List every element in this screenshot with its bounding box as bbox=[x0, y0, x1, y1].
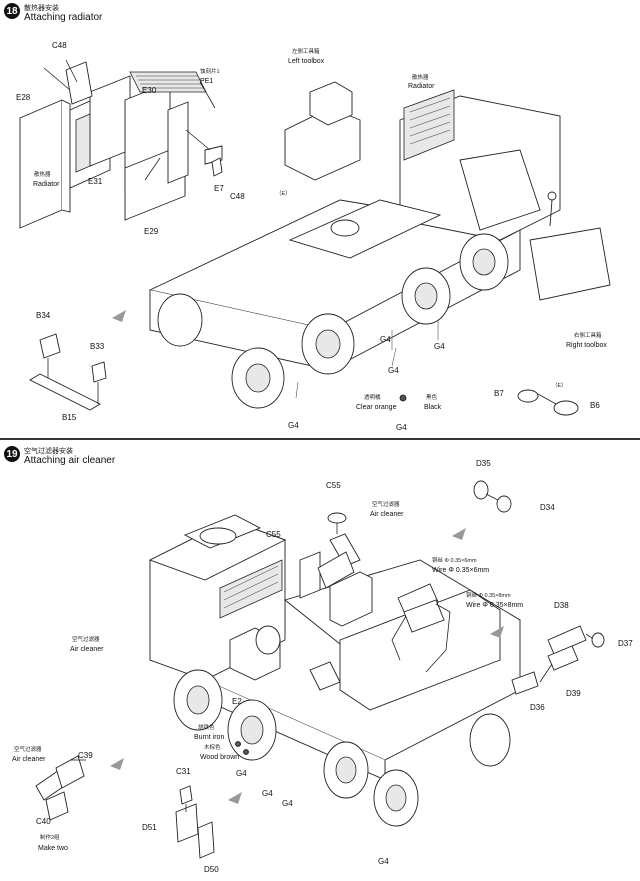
label-wire2-en: Wire Φ 0.35×8mm bbox=[466, 602, 524, 609]
label-b34: B34 bbox=[36, 311, 51, 320]
label-burnt-iron-cn: 烧铁色 bbox=[198, 725, 215, 731]
label-e-marker-2: （E） bbox=[552, 383, 567, 389]
label-black-cn: 黑色 bbox=[426, 395, 438, 401]
air-cleaner-bottom-left bbox=[35, 755, 86, 821]
d-parts-right bbox=[511, 625, 605, 695]
color-dot-burnt-iron bbox=[235, 741, 241, 747]
label-c48-top: C48 bbox=[52, 41, 67, 50]
label-c40: C40 bbox=[36, 817, 51, 826]
label-e31: E31 bbox=[88, 177, 103, 186]
label-e7: E7 bbox=[214, 184, 224, 193]
label-e29: E29 bbox=[144, 227, 159, 236]
label-e30: E30 bbox=[142, 86, 157, 95]
label-clear-orange-cn: 透明橘 bbox=[364, 395, 381, 401]
label-b7: B7 bbox=[494, 389, 504, 398]
label-c48-bottom: C48 bbox=[230, 192, 245, 201]
direction-arrow-19c bbox=[228, 792, 242, 804]
label-black-en: Black bbox=[424, 404, 442, 411]
label-d37: D37 bbox=[618, 639, 633, 648]
label-g4-19c: G4 bbox=[282, 799, 293, 808]
label-c55-mid: C55 bbox=[266, 530, 281, 539]
label-g4-clear: G4 bbox=[396, 423, 407, 432]
label-air-cleaner-cn-top: 空气过滤器 bbox=[372, 502, 400, 508]
label-c31: C31 bbox=[176, 767, 191, 776]
label-c55-top: C55 bbox=[326, 481, 341, 490]
direction-arrow-19a bbox=[452, 528, 466, 540]
label-g4-b: G4 bbox=[434, 342, 445, 351]
label-wood-brown-en: Wood brown bbox=[200, 754, 240, 761]
label-radiator-en-right: Radiator bbox=[408, 83, 435, 90]
label-g4-a: G4 bbox=[380, 335, 391, 344]
label-b6: B6 bbox=[590, 401, 600, 410]
label-wire1-en: Wire Φ 0.35×6mm bbox=[432, 567, 490, 574]
label-wire1-cn: 铜丝 Φ 0.35×6mm bbox=[432, 558, 477, 564]
label-d50: D50 bbox=[204, 865, 219, 874]
label-radiator-cn-left: 散热器 bbox=[34, 172, 51, 178]
label-air-cleaner-en-top: Air cleaner bbox=[370, 511, 404, 518]
label-d51: D51 bbox=[142, 823, 157, 832]
d35-d34-parts bbox=[473, 480, 512, 513]
label-left-toolbox-cn: 左侧工具箱 bbox=[292, 49, 320, 55]
label-radiator-en-left: Radiator bbox=[33, 181, 60, 188]
label-radiator-cn-right: 散热器 bbox=[412, 75, 429, 81]
label-left-toolbox-en: Left toolbox bbox=[288, 58, 325, 65]
label-b15: B15 bbox=[62, 413, 77, 422]
label-g4-19d: G4 bbox=[378, 857, 389, 866]
step-18-badge: 18 bbox=[4, 3, 20, 19]
label-air-cleaner-cn-left: 空气过滤器 bbox=[72, 637, 100, 643]
color-dot-18 bbox=[399, 394, 407, 402]
label-right-toolbox-en: Right toolbox bbox=[566, 342, 607, 349]
step-19-badge: 19 bbox=[4, 446, 20, 462]
b7-b6-parts bbox=[517, 389, 579, 416]
label-e2: E2 bbox=[232, 697, 242, 706]
label-g4-19b: G4 bbox=[262, 789, 273, 798]
label-pe1-cn: 蚀刻片1 bbox=[200, 69, 220, 75]
c31-d51-d50-parts bbox=[175, 785, 215, 859]
label-d36: D36 bbox=[530, 703, 545, 712]
step-divider bbox=[0, 438, 640, 440]
label-e-marker-1: （E） bbox=[276, 191, 291, 197]
label-clear-orange-en: Clear orange bbox=[356, 404, 397, 411]
label-d34: D34 bbox=[540, 503, 555, 512]
step-19-title-en: Attaching air cleaner bbox=[24, 455, 116, 466]
direction-arrow-18 bbox=[112, 310, 126, 322]
bracket-subassembly bbox=[29, 333, 107, 411]
wheels-18 bbox=[157, 233, 509, 409]
label-d39: D39 bbox=[566, 689, 581, 698]
label-c39: C39 bbox=[78, 751, 93, 760]
air-cleaner-top bbox=[317, 512, 361, 589]
label-b33: B33 bbox=[90, 342, 105, 351]
step-18-title-en: Attaching radiator bbox=[24, 12, 103, 23]
label-air-cleaner-en-left: Air cleaner bbox=[70, 646, 104, 653]
label-e28: E28 bbox=[16, 93, 31, 102]
label-wire2-cn: 铜丝 Φ 0.35×8mm bbox=[466, 593, 511, 599]
radiator-parts bbox=[19, 59, 223, 229]
label-wood-brown-cn: 木棕色 bbox=[204, 745, 221, 751]
label-make-two-cn: 制作2组 bbox=[40, 835, 60, 841]
label-burnt-iron-en: Burnt iron bbox=[194, 734, 225, 741]
label-air-cleaner-cn-bl: 空气过滤器 bbox=[14, 747, 42, 753]
direction-arrow-19d bbox=[110, 758, 124, 770]
label-air-cleaner-en-bl: Air cleaner bbox=[12, 756, 46, 763]
direction-arrow-19b bbox=[490, 626, 504, 638]
label-d35: D35 bbox=[476, 459, 491, 468]
label-right-toolbox-cn: 右侧工具箱 bbox=[574, 333, 602, 339]
label-g4-d: G4 bbox=[288, 421, 299, 430]
step-18-drawing bbox=[19, 59, 611, 416]
step-19-title-cn: 空气过滤器安装 bbox=[24, 448, 73, 455]
wire-cylinders bbox=[391, 583, 451, 673]
step-18-title-cn: 散热器安装 bbox=[24, 5, 59, 12]
label-pe1-en: PE1 bbox=[200, 78, 214, 85]
label-d38: D38 bbox=[554, 601, 569, 610]
label-g4-19a: G4 bbox=[236, 769, 247, 778]
label-g4-c: G4 bbox=[388, 366, 399, 375]
color-dot-wood-brown bbox=[243, 749, 249, 755]
label-make-two-en: Make two bbox=[38, 845, 68, 852]
